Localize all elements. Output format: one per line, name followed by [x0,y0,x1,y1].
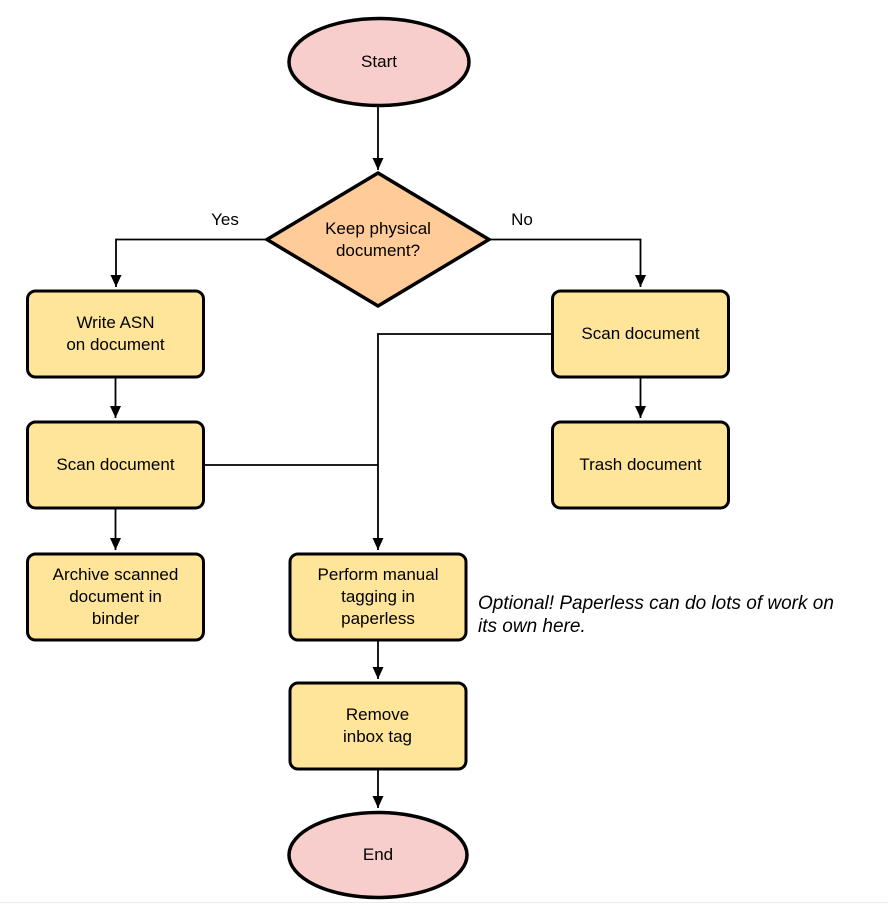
edge-decision-no-to-scan-right [489,238,646,287]
remove-inbox-tag-node [288,681,468,771]
trash-document-node [551,420,730,510]
edge-scan-right-to-tagging [372,333,553,550]
start-node [287,16,471,108]
write-asn-node [26,289,205,379]
decision-node [263,170,493,309]
scan-document-left-node [26,420,205,510]
archive-node [26,552,205,642]
edge-decision-yes-to-write-asn [110,238,267,287]
end-node [287,810,469,900]
tagging-node [288,552,468,642]
bottom-divider [0,902,888,903]
scan-document-right-node [551,289,730,379]
